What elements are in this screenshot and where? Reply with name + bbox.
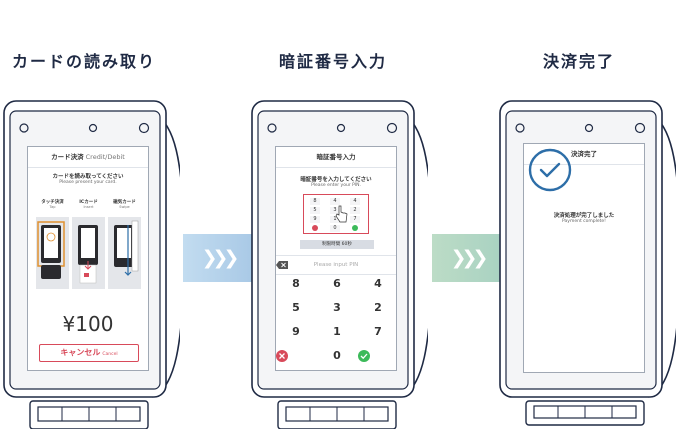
tap-illustration <box>36 217 69 289</box>
key-2[interactable]: 2 <box>374 301 382 314</box>
cancel-label-jp: キャンセル <box>60 348 101 357</box>
key-7[interactable]: 7 <box>374 325 382 338</box>
terminal-screen: 暗証番号入力 暗証番号を入力してください Please enter your P… <box>275 146 397 371</box>
mini-key: 9 <box>310 216 320 223</box>
mini-key: 2 <box>350 207 360 214</box>
key-6[interactable]: 6 <box>333 277 341 290</box>
mini-key: 8 <box>310 198 320 205</box>
device-pin-entry: 暗証番号入力 暗証番号を入力してください Please enter your P… <box>250 99 428 429</box>
method-insert: ICカード Insert <box>79 200 98 209</box>
header-jp: カード決済 <box>51 153 84 161</box>
mini-key: 4 <box>350 198 360 205</box>
swipe-card-icon <box>114 220 139 276</box>
key-8[interactable]: 8 <box>292 277 300 290</box>
screen-header: 暗証番号入力 <box>276 147 396 168</box>
method-swipe: 磁気カード Swipe <box>113 200 136 209</box>
pin-input[interactable]: Please input PIN <box>276 255 396 275</box>
key-9[interactable]: 9 <box>292 325 300 338</box>
swipe-illustration <box>108 217 141 289</box>
confirm-key[interactable] <box>358 345 396 367</box>
mini-key: 7 <box>350 216 360 223</box>
finger-pointer-icon <box>335 205 348 223</box>
step-title-pin-entry: 暗証番号入力 <box>279 52 388 71</box>
x-icon <box>276 350 288 362</box>
terminal-screen: 決済完了 決済処理が完了しました Payment complete! <box>523 143 645 373</box>
mini-key: 5 <box>310 207 320 214</box>
cancel-key[interactable] <box>276 345 316 367</box>
success-message-jp: 決済処理が完了しました <box>553 213 615 219</box>
payment-methods: タッチ決済 Tap ICカード Insert 磁気カード Swipe <box>36 199 142 213</box>
instruction-en: Please enter your PIN. <box>311 183 361 188</box>
key-4[interactable]: 4 <box>374 277 382 290</box>
backspace-icon[interactable] <box>276 261 288 269</box>
ic-illustration <box>72 217 105 289</box>
time-limit-bar: 制限時間 60秒 <box>300 240 374 249</box>
key-3[interactable]: 3 <box>333 301 341 314</box>
check-icon <box>358 350 370 362</box>
key-1[interactable]: 1 <box>333 325 341 338</box>
mini-pinpad-illustration: 8 4 4 5 3 2 9 1 7 0 <box>303 194 369 234</box>
instruction-en: Please present your card. <box>59 180 117 185</box>
tap-card-icon <box>37 221 65 279</box>
success-check-icon <box>528 148 572 192</box>
pin-placeholder: Please input PIN <box>313 262 359 268</box>
chevron-right-icon: ❯❯❯ <box>201 247 240 269</box>
key-0[interactable]: 0 <box>333 349 341 362</box>
arrow-band-step2-to-step3: ❯❯❯ <box>432 234 502 282</box>
mini-key: 0 <box>330 225 340 232</box>
screen-header: 決済完了 <box>524 144 644 165</box>
cancel-label-en: Cancel <box>102 352 118 357</box>
mini-key <box>312 225 318 231</box>
mini-key: 4 <box>330 198 340 205</box>
step-title-payment-complete: 決済完了 <box>543 52 616 71</box>
ic-card-icon <box>78 225 98 284</box>
arrow-band-step1-to-step2: ❯❯❯ <box>183 234 253 282</box>
key-5[interactable]: 5 <box>292 301 300 314</box>
device-payment-complete: 決済完了 決済処理が完了しました Payment complete! <box>498 99 676 429</box>
instruction-jp: 暗証番号を入力してください <box>300 177 372 183</box>
success-message-en: Payment complete! <box>562 219 606 224</box>
step-title-card-reading: カードの読み取り <box>12 52 157 71</box>
instruction-jp: カードを読み取ってください <box>52 174 124 180</box>
method-tap: タッチ決済 Tap <box>41 200 64 209</box>
header-en: Credit/Debit <box>85 153 125 161</box>
mini-key: 1 <box>330 216 340 223</box>
mini-key <box>352 225 358 231</box>
price-display: ¥100 <box>62 312 114 336</box>
chevron-right-icon: ❯❯❯ <box>450 247 489 269</box>
mini-key: 3 <box>330 207 340 214</box>
